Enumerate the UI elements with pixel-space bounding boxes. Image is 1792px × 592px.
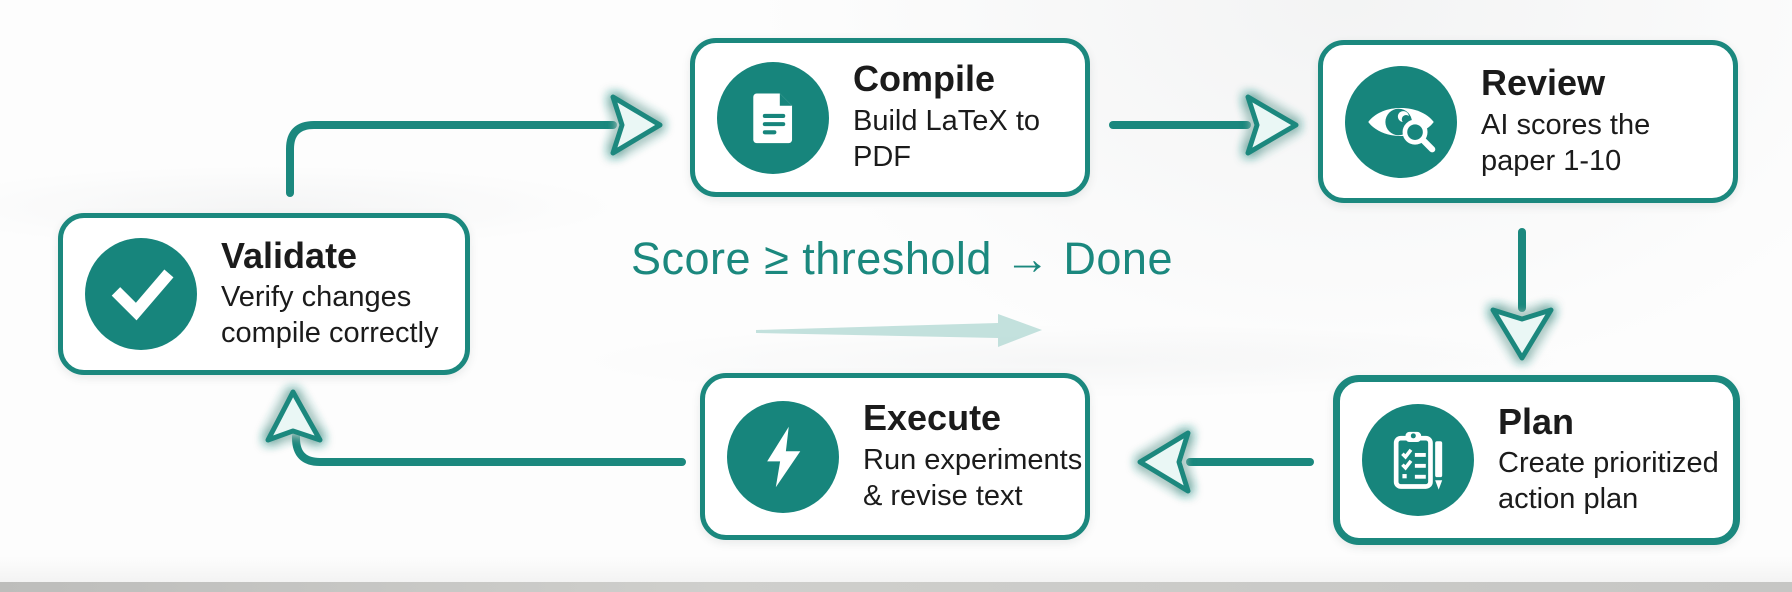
node-description: Verify changes compile correctly xyxy=(221,281,439,350)
arrow-execute-to-validate xyxy=(265,389,686,466)
compile-icon-circle xyxy=(717,61,829,174)
node-title: Plan xyxy=(1498,400,1575,442)
node-compile: Compile Build LaTeX to PDF xyxy=(690,38,1090,197)
faded-exit-arrow xyxy=(756,314,1042,347)
node-title: Validate xyxy=(221,234,358,276)
execute-icon-circle xyxy=(727,400,839,513)
lightning-icon xyxy=(767,426,801,487)
exit-condition-label: Score ≥ threshold → Done xyxy=(631,233,1173,284)
node-title: Execute xyxy=(863,397,1002,439)
node-title: Review xyxy=(1481,62,1606,104)
arrow-compile-to-review xyxy=(1109,94,1299,156)
clipboard-checklist-icon xyxy=(1393,431,1443,490)
node-title: Compile xyxy=(853,58,996,100)
node-description: Build LaTeX to PDF xyxy=(853,104,1041,173)
plan-icon-circle xyxy=(1362,404,1474,516)
arrow-validate-to-compile xyxy=(286,94,663,197)
photo-edge-strip xyxy=(0,582,1792,592)
eye-magnifier-icon xyxy=(1368,107,1436,152)
arrow-plan-to-execute xyxy=(1137,430,1314,494)
document-icon xyxy=(753,93,793,143)
checkmark-icon xyxy=(111,269,174,321)
node-description: AI scores the paper 1-10 xyxy=(1481,108,1651,177)
node-execute: Execute Run experiments & revise text xyxy=(700,373,1090,540)
node-description: Create prioritized action plan xyxy=(1498,447,1719,516)
node-validate: Validate Verify changes compile correctl… xyxy=(58,213,470,375)
node-plan: Plan Create prioritized action plan xyxy=(1333,375,1740,545)
review-icon-circle xyxy=(1345,65,1457,178)
node-review: Review AI scores the paper 1-10 xyxy=(1318,40,1738,203)
arrow-review-to-plan xyxy=(1490,228,1554,361)
node-description: Run experiments & revise text xyxy=(863,443,1083,512)
validate-icon-circle xyxy=(85,238,197,350)
